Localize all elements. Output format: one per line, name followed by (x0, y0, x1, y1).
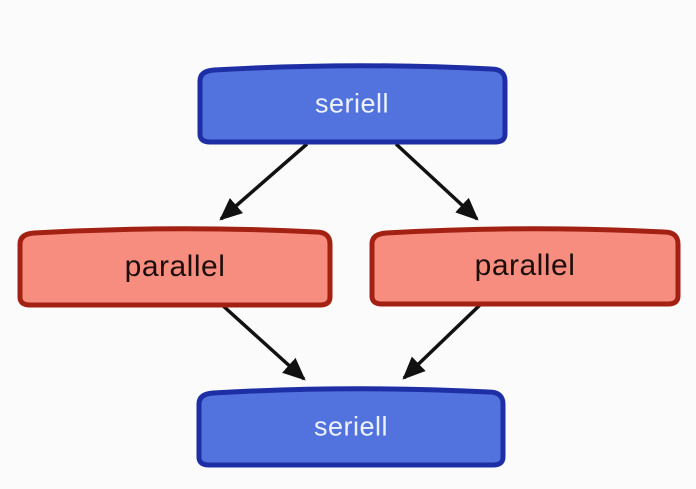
edge-parallel-left-to-bottom (219, 302, 306, 381)
edge-parallel-right-to-bottom (402, 301, 484, 380)
node-parallel-right-shape (369, 226, 681, 307)
node-seriell-bottom-shape (196, 386, 506, 468)
node-seriell-top-shape (197, 63, 508, 145)
node-parallel-left-shape (17, 226, 333, 308)
edge-top-to-parallel-left (219, 142, 309, 221)
edge-top-to-parallel-right (394, 142, 479, 221)
